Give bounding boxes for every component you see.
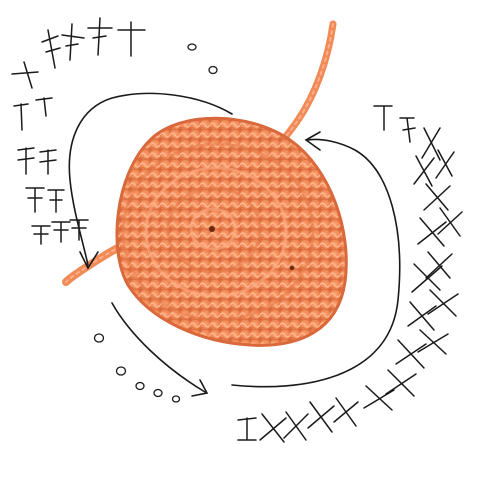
stitch-symbols-bottom (238, 398, 358, 442)
stitch-symbols-right (364, 106, 462, 410)
crochet-swatch (117, 118, 346, 345)
swatch-center (209, 226, 215, 232)
